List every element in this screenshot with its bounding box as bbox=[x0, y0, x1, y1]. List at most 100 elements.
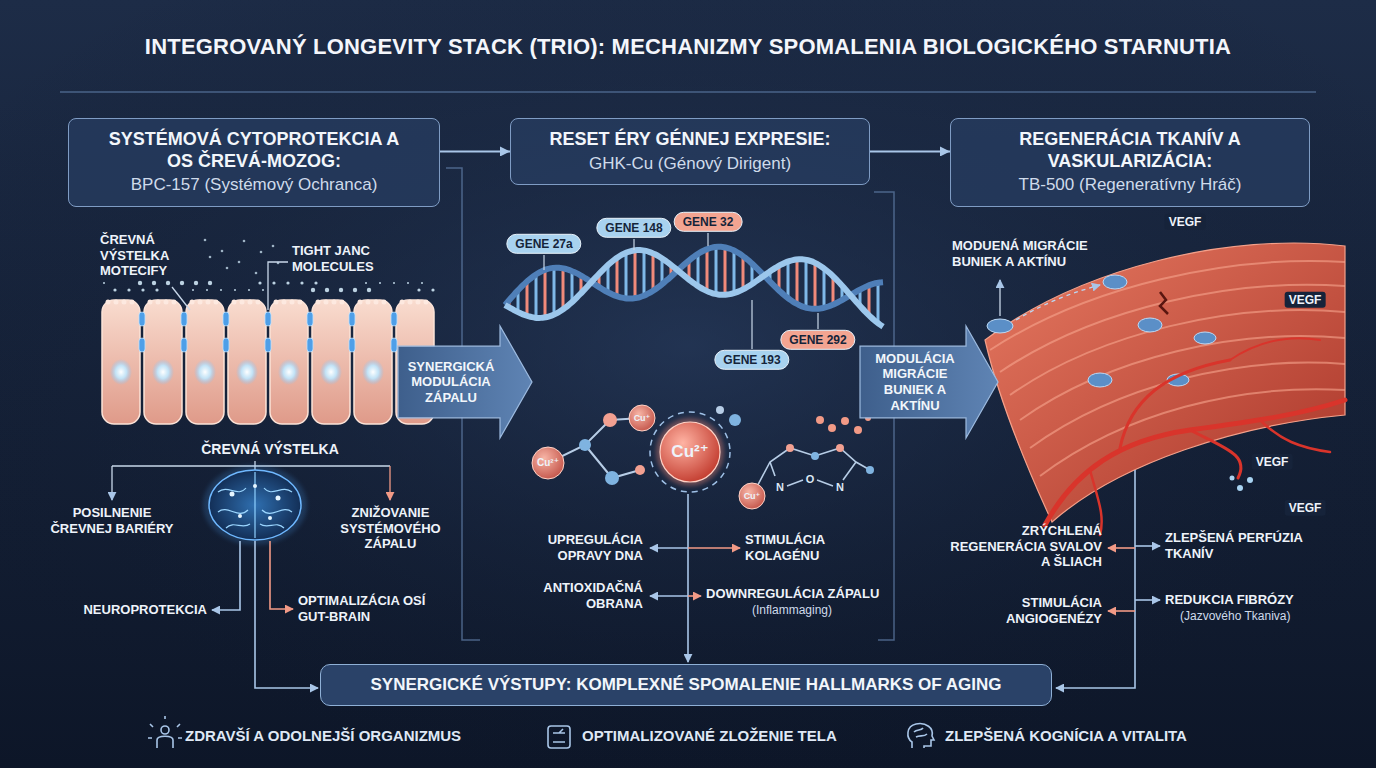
leader-lines-part bbox=[268, 262, 288, 310]
base-pair bbox=[877, 283, 880, 323]
gene-tag: GENE 292 bbox=[780, 330, 855, 350]
outcome-note: (Jazvového Tkaniva) bbox=[1180, 609, 1340, 623]
sparkle bbox=[353, 288, 357, 292]
sparkle bbox=[208, 281, 212, 285]
flow-arrows-right-part bbox=[1135, 545, 1160, 547]
node-heading: GENE 32 bbox=[683, 215, 734, 229]
outcome-label: STIMULÁCIA KOLAGÉNU bbox=[745, 532, 870, 563]
microvillus bbox=[156, 300, 161, 305]
brain-figure-part bbox=[230, 492, 235, 497]
base-pair bbox=[616, 258, 619, 297]
sparkle bbox=[155, 288, 158, 291]
microvillus bbox=[198, 300, 203, 305]
base-pair bbox=[697, 254, 700, 286]
tight-junction bbox=[265, 312, 271, 326]
sparkle bbox=[431, 288, 434, 291]
microvillus bbox=[298, 300, 303, 305]
node-heading: SYSTÉMOVÁ CYTOPROTEKCIA A OS ČREVÁ-MOZOG… bbox=[103, 129, 405, 172]
gene-leaders bbox=[544, 233, 818, 349]
microvillus bbox=[382, 300, 387, 305]
blood-vessels bbox=[1045, 338, 1345, 535]
sparkle bbox=[314, 281, 317, 284]
copper-molecules-part bbox=[866, 466, 874, 474]
microvillus bbox=[248, 300, 253, 305]
sparkle bbox=[206, 289, 208, 291]
brain-figure-part bbox=[218, 488, 292, 528]
base-pair bbox=[787, 262, 790, 299]
callout-label: MODUENÁ MIGRÁCIE BUNIEK A AKTÍNU bbox=[952, 238, 1107, 269]
sparkle bbox=[379, 282, 381, 284]
leader-lines-part bbox=[111, 466, 112, 500]
muscle-figure-part bbox=[1160, 292, 1168, 314]
brain-figure bbox=[203, 465, 307, 545]
flow-arrows-middle-part bbox=[650, 547, 688, 549]
base-pair bbox=[796, 259, 799, 304]
sparkle bbox=[152, 281, 156, 285]
muscle-figure bbox=[985, 243, 1345, 522]
outcome-label: ZNIŽOVANIE SYSTÉMOVÉHO ZÁPALU bbox=[328, 505, 453, 552]
copper-molecules-part bbox=[828, 424, 836, 432]
flow-arrows-left-part bbox=[270, 541, 293, 609]
microvillus bbox=[282, 300, 287, 305]
microvillus bbox=[416, 300, 421, 305]
sparkle bbox=[180, 281, 184, 285]
node-heading: GENE 148 bbox=[605, 221, 662, 235]
flow-arrows-middle-part bbox=[688, 547, 740, 549]
microvillus bbox=[148, 300, 153, 305]
flow-arrows-middle-part bbox=[687, 494, 689, 662]
sparkle bbox=[192, 289, 194, 291]
node-heading: GENE 193 bbox=[723, 353, 780, 367]
node-heading: SYNERGICKÉ VÝSTUPY: KOMPLEXNÉ SPOMALENIE… bbox=[333, 675, 1039, 695]
sparkle bbox=[325, 288, 329, 292]
blood-vessels-part bbox=[1045, 400, 1345, 525]
muscle-figure-part bbox=[1016, 285, 1100, 320]
base-pair bbox=[562, 268, 565, 309]
copper-molecules-part bbox=[811, 452, 819, 460]
sparkle bbox=[407, 282, 409, 284]
muscle-figure-part bbox=[985, 243, 1345, 522]
connector-arrow bbox=[870, 150, 950, 152]
microvillus bbox=[190, 300, 195, 305]
microvillus bbox=[400, 300, 405, 305]
outcome-note: (Inflammaging) bbox=[752, 603, 872, 617]
tight-junction bbox=[265, 338, 271, 352]
cell-nucleus bbox=[236, 359, 258, 385]
sparkle bbox=[194, 281, 198, 285]
copper-molecules-part bbox=[836, 444, 844, 452]
copper-molecules-part bbox=[656, 418, 724, 486]
benefit-icons bbox=[148, 716, 934, 748]
copper-molecules-part bbox=[629, 405, 655, 431]
sparkle bbox=[367, 288, 371, 292]
sparkle bbox=[272, 281, 275, 284]
element-symbol: Cu⁺ bbox=[634, 413, 651, 424]
muscle-figure-part bbox=[1103, 275, 1127, 289]
sparkle bbox=[234, 289, 236, 291]
sparkle bbox=[113, 288, 116, 291]
arrow-outline bbox=[860, 326, 998, 438]
gut-cell bbox=[354, 300, 392, 424]
base-pair bbox=[643, 250, 646, 295]
title-rule bbox=[60, 91, 1316, 93]
sparkle bbox=[417, 288, 420, 291]
gene-leaders-part bbox=[707, 233, 708, 246]
outcome-label: POSILNENIE ČREVNEJ BARIÉRY bbox=[50, 505, 174, 536]
dna-helix bbox=[505, 247, 883, 327]
microvillus bbox=[106, 300, 111, 305]
node-heading: SYNERGICKÁ MODULÁCIA ZÁPALU bbox=[406, 359, 496, 406]
gut-cell bbox=[144, 300, 182, 424]
flow-arrows-right-part bbox=[1108, 547, 1135, 549]
benefit-label: ZDRAVŠÍ A ODOLNEJŠÍ ORGANIZMUS bbox=[185, 727, 515, 745]
brain-figure-part bbox=[203, 465, 307, 545]
tight-junction bbox=[307, 338, 313, 352]
node-heading: GENE 27a bbox=[515, 237, 572, 251]
tight-junction bbox=[139, 312, 145, 326]
sparkle bbox=[339, 288, 343, 292]
copper-molecules-part bbox=[532, 447, 564, 479]
copper-molecules-part bbox=[579, 439, 591, 451]
cell-nucleus bbox=[110, 359, 132, 385]
callout-label: ČREVNÁ VÝSTELKA MOTECIFY bbox=[100, 232, 195, 279]
base-pair bbox=[733, 250, 736, 293]
sparkle bbox=[260, 251, 263, 254]
tight-junction bbox=[181, 312, 187, 326]
